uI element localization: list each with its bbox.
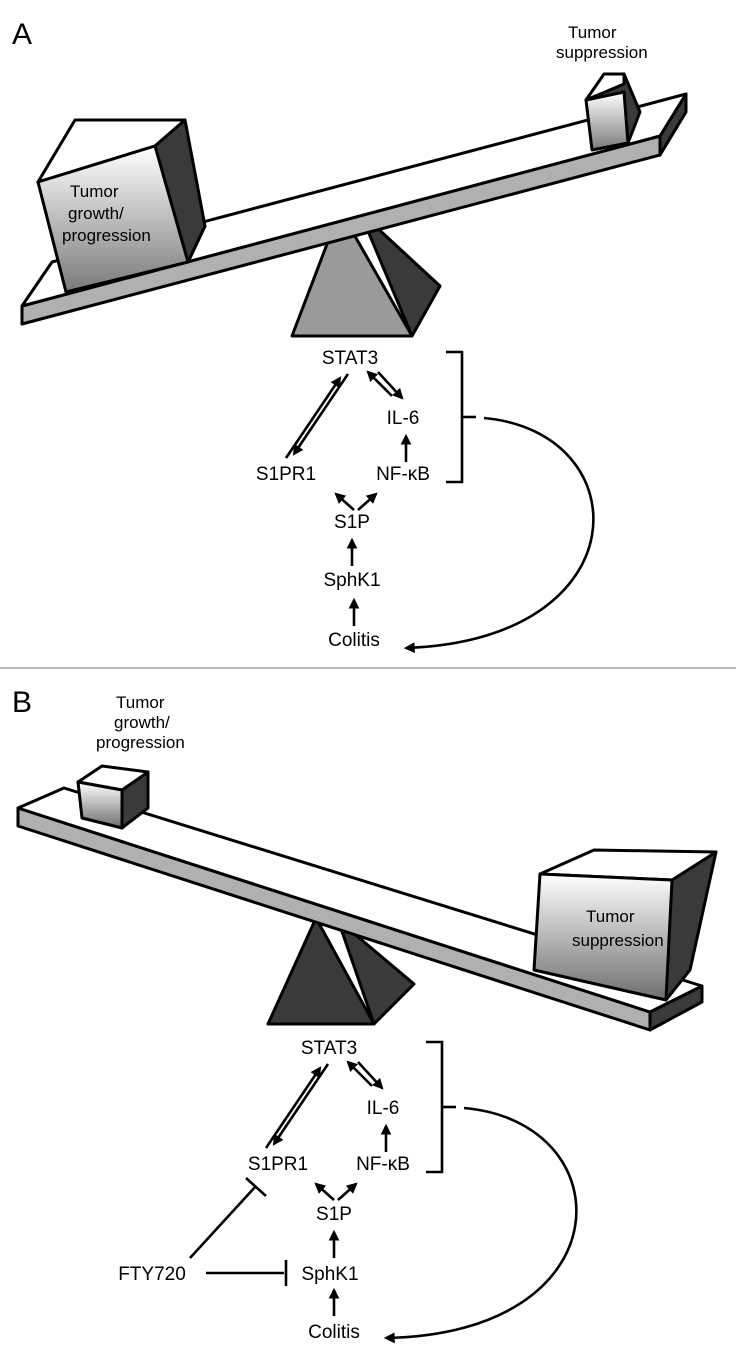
panel-b-nfkb-label: NF-κB (356, 1154, 410, 1175)
panel-a-bracket (446, 350, 464, 484)
panel-b-arrow-il6-to-stat3 (346, 1060, 373, 1087)
panel-b-colitis-label: Colitis (308, 1322, 360, 1343)
panel-a-arrow-stat3-to-s1pr1 (292, 373, 350, 456)
panel-a-arrow-stat3-to-il6 (377, 371, 404, 400)
panel-b-inhibit-fty720-s1pr1 (189, 1185, 257, 1259)
panel-a-s1p-label: S1P (334, 512, 370, 533)
panel-b-fty720-label: FTY720 (118, 1264, 186, 1285)
panel-a-arrow-s1p-to-s1pr1 (334, 492, 355, 511)
panel-a-sphk1-label: SphK1 (323, 570, 380, 591)
panel-a-arrows (284, 350, 595, 654)
panel-b-il6-label: IL-6 (367, 1098, 400, 1119)
panel-b-bracket (426, 1040, 444, 1174)
panel-a-fulcrum (290, 208, 442, 338)
panel-b-arrow-s1p-to-s1pr1 (314, 1182, 335, 1201)
panel-b-sphk1-label: SphK1 (301, 1264, 358, 1285)
panel-b-arrow-s1pr1-to-stat3 (264, 1066, 322, 1149)
panel-a-s1pr1-label: S1PR1 (256, 464, 316, 485)
panel-a-arrow-s1pr1-to-stat3 (284, 376, 342, 459)
panel-a-nfkb-label: NF-κB (376, 464, 430, 485)
panel-b-arrow-stat3-to-s1pr1 (272, 1063, 330, 1146)
panel-a-box-left-line1: Tumor (70, 182, 119, 201)
panel-b-letter: B (12, 686, 32, 719)
panel-b-box-left-line2: growth/ (114, 713, 170, 732)
panel-b-fulcrum (266, 916, 416, 1026)
panel-b-box-right-line2: suppression (572, 931, 664, 950)
panel-a-arrow-il6-to-stat3 (366, 370, 393, 397)
panel-a-stat3-label: STAT3 (322, 348, 378, 369)
panel-a-box-left-line2: growth/ (68, 204, 124, 223)
panel-b-inhibit-fty720-s1pr1-bar (245, 1177, 267, 1197)
panel-a-box-right-line2: suppression (556, 43, 648, 62)
panel-b-box-right-line1: Tumor (586, 907, 635, 926)
panel-b-arrow-s1p-to-nfkb (337, 1182, 358, 1201)
panel-b-feedback-arrow (383, 1106, 578, 1344)
panel-b-beam (16, 786, 704, 1032)
panel-b: B Tumor growth/ progression Tumor (12, 686, 718, 1344)
panel-a-cube-tumor-suppression: Tumor suppression (556, 23, 648, 152)
panel-a-cube-tumor-growth: Tumor growth/ progression (36, 118, 207, 294)
panel-b-s1p-label: S1P (316, 1204, 352, 1225)
panel-a-il6-label: IL-6 (387, 408, 420, 429)
panel-b-box-left-line3: progression (96, 733, 185, 752)
panel-b-box-left-line1: Tumor (116, 693, 165, 712)
panel-b-cube-tumor-growth: Tumor growth/ progression (76, 693, 185, 830)
panel-b-arrows (189, 1040, 578, 1344)
panel-a-feedback-arrow (403, 416, 595, 654)
panel-a: A Tumor growth/ progression Tumor (12, 18, 688, 654)
panel-b-cube-tumor-suppression: Tumor suppression (532, 848, 718, 1002)
panel-b-stat3-label: STAT3 (301, 1038, 357, 1059)
panel-a-box-left-line3: progression (62, 226, 151, 245)
panel-a-colitis-label: Colitis (328, 630, 380, 651)
panel-b-s1pr1-label: S1PR1 (248, 1154, 308, 1175)
panel-a-letter: A (12, 18, 32, 51)
panel-b-arrow-stat3-to-il6 (357, 1061, 384, 1090)
panel-a-box-right-line1: Tumor (568, 23, 617, 42)
panel-a-arrow-s1p-to-nfkb (357, 492, 378, 511)
